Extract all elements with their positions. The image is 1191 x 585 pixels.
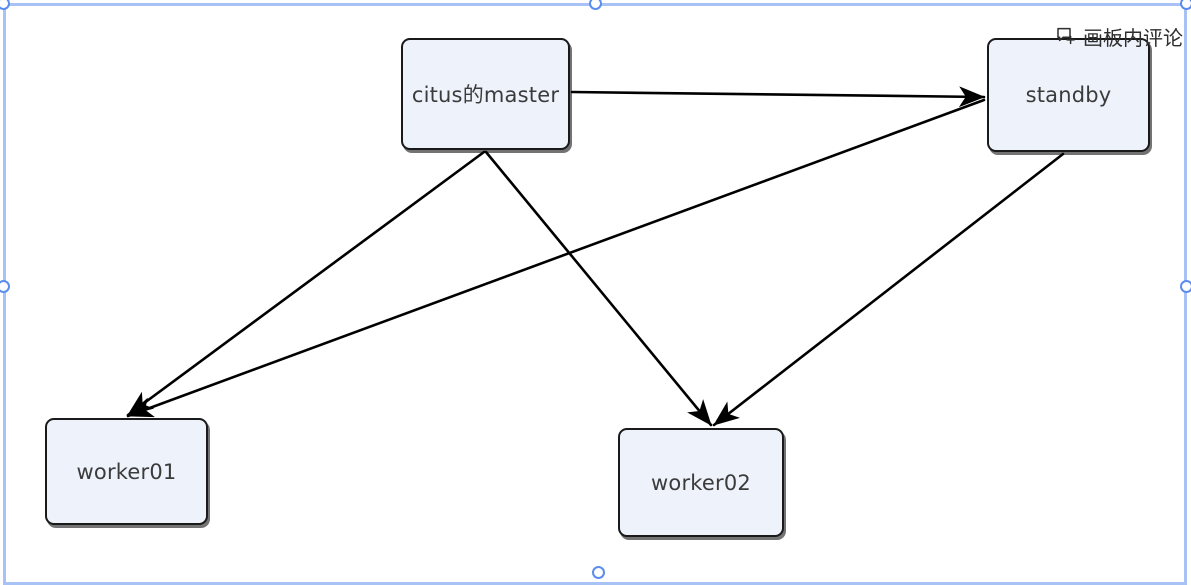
edge-master-to-standby[interactable] <box>570 86 986 108</box>
board-comment-label: 画板内评论 <box>1083 26 1183 50</box>
handle-top-right[interactable] <box>1180 0 1191 10</box>
handle-top-center[interactable] <box>589 0 602 10</box>
comment-plus-icon <box>1056 26 1077 47</box>
node-label-worker01: worker01 <box>76 459 177 484</box>
handle-top-left[interactable] <box>0 0 10 10</box>
node-label-standby: standby <box>1025 83 1112 107</box>
handle-middle-right[interactable] <box>1180 280 1191 293</box>
node-worker01[interactable]: worker01 <box>45 418 208 525</box>
edge-standby-to-worker02[interactable] <box>712 152 1065 427</box>
board-comment-button[interactable]: 画板内评论 <box>1056 22 1183 51</box>
handle-bottom-center[interactable] <box>592 566 605 579</box>
edge-master-to-worker01[interactable] <box>126 150 486 417</box>
node-label-worker02: worker02 <box>651 470 751 495</box>
node-standby[interactable]: standby <box>987 38 1150 152</box>
handle-middle-left[interactable] <box>0 280 10 293</box>
edge-standby-to-worker01[interactable] <box>126 98 986 418</box>
node-citus-master[interactable]: citus的master <box>401 38 570 150</box>
node-label-citus-master: citus的master <box>411 83 560 107</box>
edge-master-to-worker02[interactable] <box>484 150 713 427</box>
node-worker02[interactable]: worker02 <box>618 428 784 537</box>
